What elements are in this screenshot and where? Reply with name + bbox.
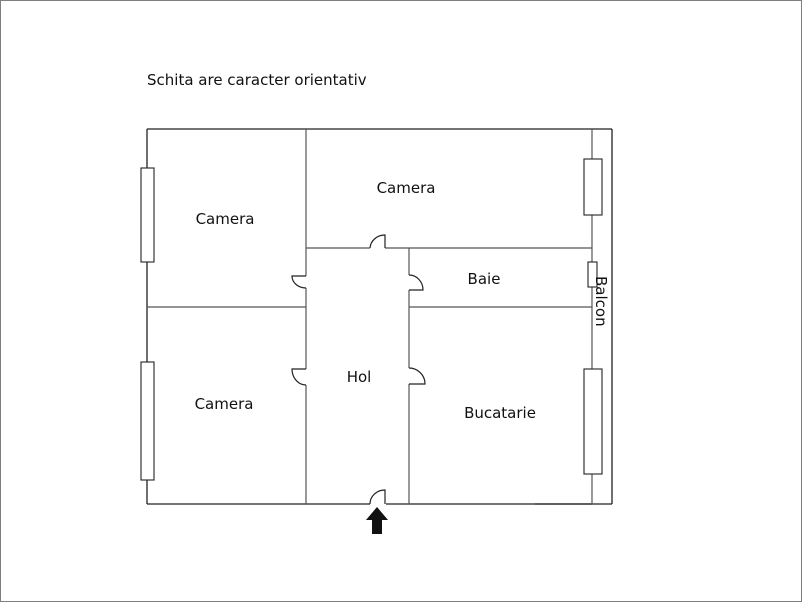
room-label-camera-top-left: Camera — [196, 210, 255, 228]
window-camera-top-left — [140, 167, 155, 263]
room-label-hol: Hol — [347, 368, 372, 386]
arrow-up-icon — [366, 507, 388, 534]
window-bucatarie — [583, 368, 603, 475]
door-bucatarie — [408, 367, 426, 385]
door-baie — [408, 274, 424, 291]
room-label-baie: Baie — [468, 270, 501, 288]
disclaimer-note: Schita are caracter orientativ — [147, 71, 367, 89]
balcony-label: Balcon — [592, 276, 610, 327]
door-camera-top-left — [291, 275, 307, 289]
window-camera-top-right — [583, 158, 603, 216]
door-entrance — [369, 489, 386, 505]
window-camera-bottom-left — [140, 361, 155, 481]
room-label-camera-bottom-left: Camera — [195, 395, 254, 413]
room-label-camera-top-right: Camera — [377, 179, 436, 197]
window-baie — [587, 261, 598, 288]
room-label-bucatarie: Bucatarie — [464, 404, 536, 422]
door-camera-bottom-left — [291, 368, 307, 386]
door-camera-top-right — [369, 234, 386, 249]
